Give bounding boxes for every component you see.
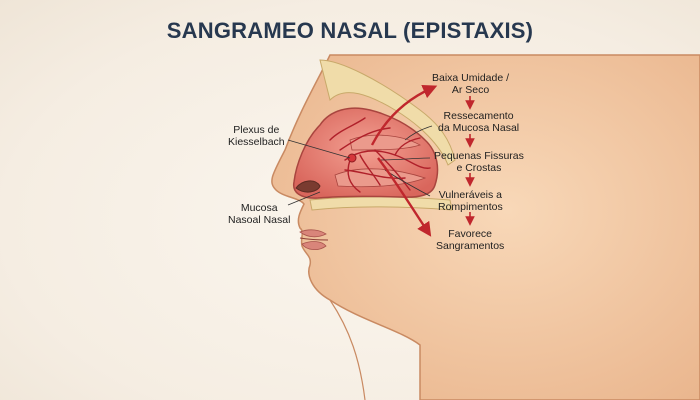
arrow-to-bleeding (377, 157, 432, 237)
arrow-to-dry-air (370, 84, 438, 146)
mouth-line (299, 237, 329, 241)
neck-line (329, 299, 366, 400)
arrow-to-fissures (379, 157, 431, 161)
palate-bone (309, 196, 453, 211)
blood-vessels (329, 117, 431, 193)
skull-bone (319, 59, 456, 166)
mucosa-label: Mucosa Nasoal Nasal (228, 202, 291, 226)
arrow-to-dryness (404, 125, 433, 141)
page-title: SANGRAMEO NASAL (EPISTAXIS) (166, 18, 534, 43)
flow-step-1: Baixa Umidade / Ar Seco (432, 72, 510, 96)
kiesselbach-spot (347, 153, 357, 163)
mucosa-leader (287, 191, 321, 206)
nostril (295, 180, 321, 193)
flow-step-3: Pequenas Fissuras e Crostas (434, 150, 524, 174)
flow-step-2: Ressecamento da Mucosa Nasal (438, 110, 520, 134)
plexus-leader (287, 139, 351, 159)
plexus-label: Plexus de Kiesselbach (228, 124, 285, 148)
flow-step-5: Favorece Sangramentos (436, 228, 505, 252)
lips (299, 229, 327, 250)
turbinate-lower (334, 168, 427, 188)
flow-step-4: Vulneráveis a Rompimentos (438, 189, 503, 213)
